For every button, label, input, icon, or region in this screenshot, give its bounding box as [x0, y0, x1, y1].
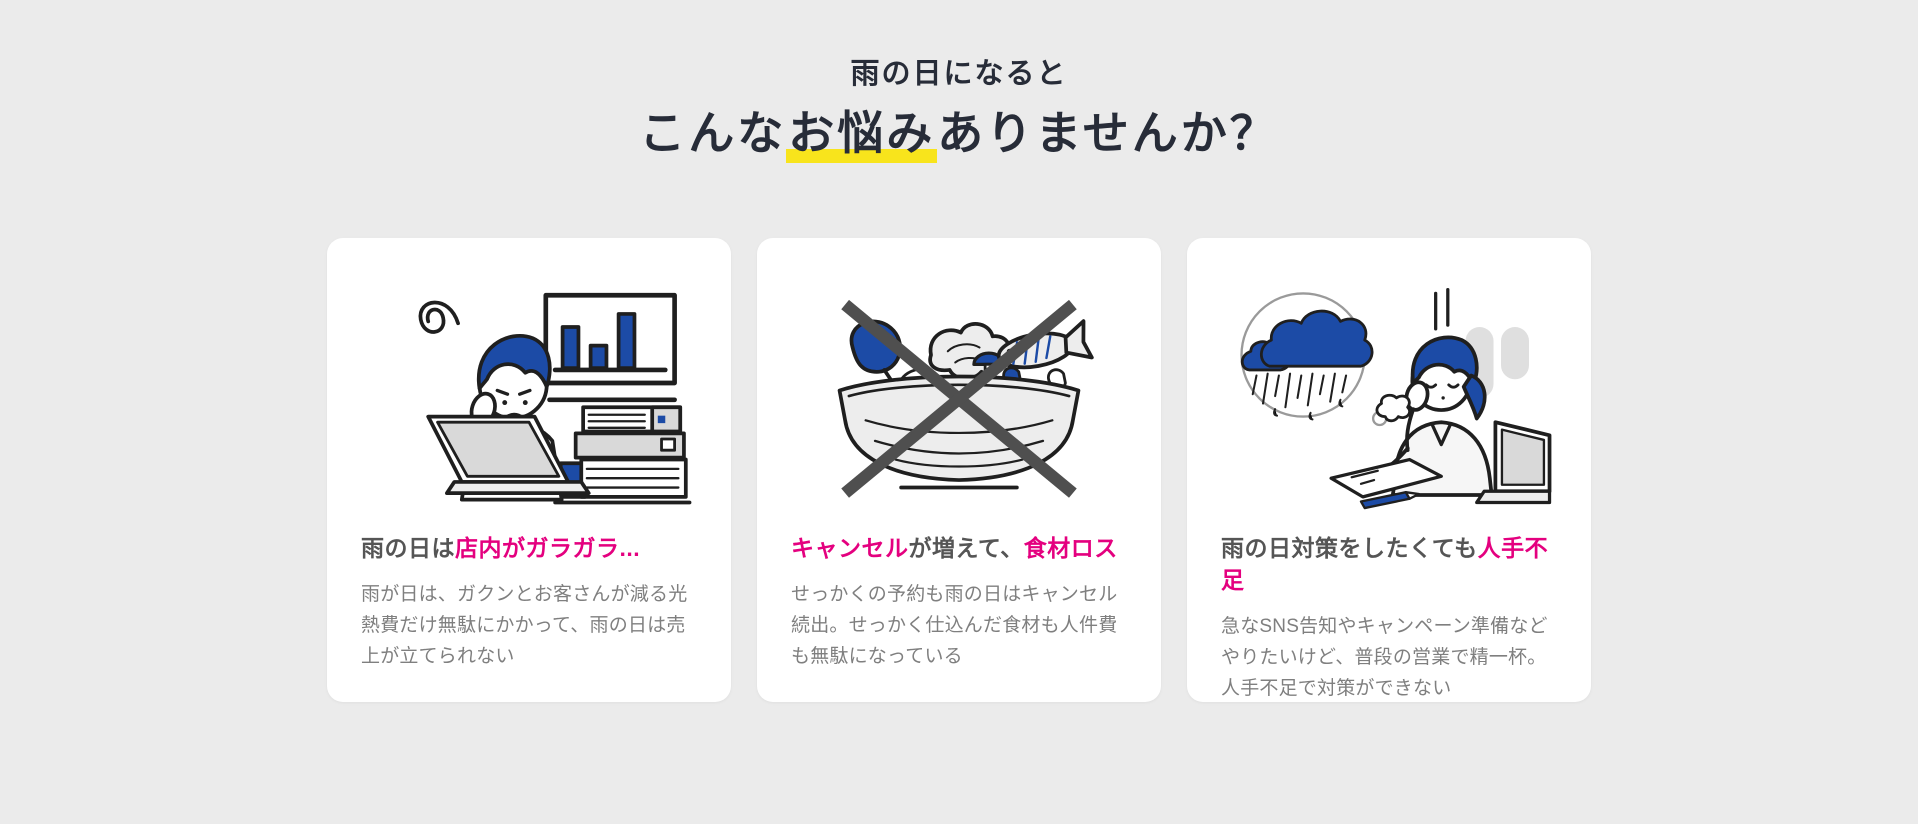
card-title-accent: キャンセル	[791, 535, 909, 562]
worry-cards-row: 雨の日は店内がガラガラ... 雨が日は、ガクンとお客さんが減る光熱費だけ無駄にか…	[0, 238, 1918, 703]
section-eyebrow: 雨の日になると	[850, 58, 1068, 90]
card-title: 雨の日対策をしたくても人手不足	[1221, 532, 1557, 596]
laptop-icon	[426, 414, 591, 496]
bar-chart-icon	[543, 292, 677, 403]
worried-owner-laptop-chart-illustration	[418, 292, 692, 505]
food-items-icon	[849, 319, 1094, 408]
card-body: せっかくの予約も雨の日はキャンセル続出。せっかく仕込んだ食材も人件費も無駄になっ…	[791, 584, 1118, 668]
section-title-highlight: お悩み	[786, 107, 938, 164]
card-body: 雨が日は、ガクンとお客さんが減る光熱費だけ無駄にかかって、雨の日は売上が立てられ…	[361, 584, 688, 668]
binder-stack-icon	[558, 405, 688, 499]
fish-icon	[996, 319, 1094, 370]
laptop-icon	[1475, 420, 1552, 505]
worry-card-empty-store: 雨の日は店内がガラガラ... 雨が日は、ガクンとお客さんが減る光熱費だけ無駄にか…	[327, 238, 731, 703]
crossed-out-food-basket-illustration	[837, 299, 1094, 498]
card-title-plain: が増えて、	[908, 535, 1024, 562]
card-title: キャンセルが増えて、食材ロス	[791, 532, 1127, 564]
section-title-prefix: こんな	[639, 107, 787, 160]
sigh-puff-icon	[1375, 393, 1411, 423]
rain-cloud-thought-bubble-icon	[1240, 292, 1388, 427]
section-title-suffix: ありませんか？	[937, 107, 1279, 160]
card-title: 雨の日は店内がガラガラ...	[361, 532, 697, 564]
card-title-accent: 食材ロス	[1023, 535, 1118, 562]
worry-card-food-loss: キャンセルが増えて、食材ロス せっかくの予約も雨の日はキャンセル続出。せっかく仕…	[757, 238, 1161, 703]
busy-owner-rain-thought-illustration	[1240, 288, 1552, 510]
paper-and-pen-icon	[1329, 457, 1443, 510]
section-header: 雨の日になると こんなお悩みありませんか？	[0, 0, 1918, 164]
card-illustration-wrap	[1221, 262, 1557, 532]
card-title-plain: 雨の日対策をしたくても	[1221, 535, 1478, 562]
card-title-accent: 店内がガラガラ...	[455, 535, 641, 562]
section-title: こんなお悩みありませんか？	[0, 104, 1918, 164]
card-body: 急なSNS告知やキャンペーン準備などやりたいけど、普段の営業で精一杯。人手不足で…	[1221, 616, 1548, 700]
card-title-accent: 人手不足	[1221, 535, 1549, 594]
card-illustration-wrap	[361, 262, 697, 532]
card-title-plain: 雨の日は	[361, 535, 455, 562]
cross-out-icon	[841, 299, 1077, 498]
card-illustration-wrap	[791, 262, 1127, 532]
worry-card-short-staffed: 雨の日対策をしたくても人手不足 急なSNS告知やキャンペーン準備などやりたいけど…	[1187, 238, 1591, 703]
sigh-squiggle-icon	[418, 300, 460, 334]
